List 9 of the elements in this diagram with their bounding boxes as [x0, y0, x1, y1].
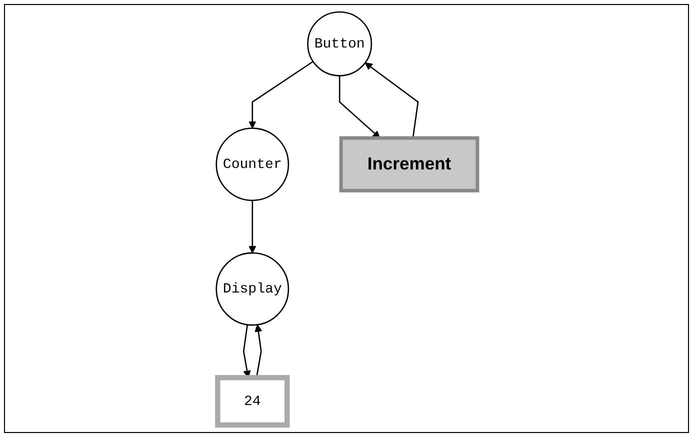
- arrow: [248, 200, 256, 254]
- arrow: [364, 62, 418, 138]
- arrow: [248, 60, 314, 129]
- node-circle: Button: [306, 11, 372, 76]
- node-circle: Counter: [215, 128, 289, 202]
- node-box: 24: [214, 375, 290, 428]
- node-circle: Display: [215, 252, 289, 326]
- node-box: Increment: [338, 136, 479, 192]
- arrow: [338, 76, 380, 138]
